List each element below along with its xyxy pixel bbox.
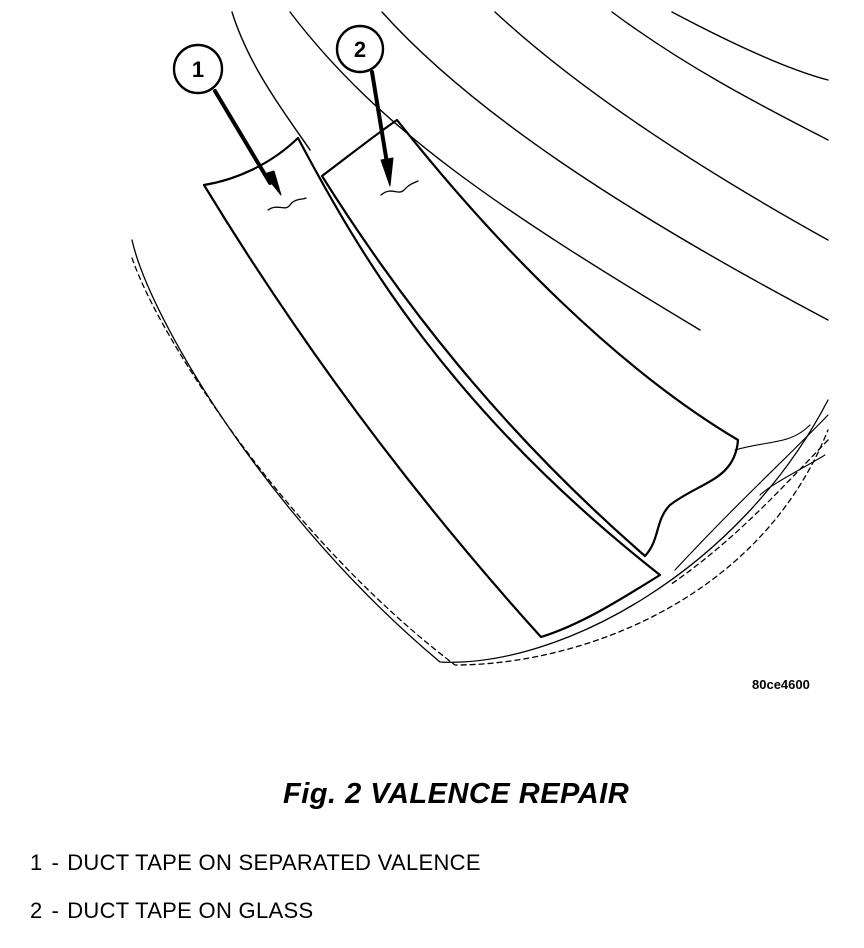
callout-1-arrowhead [263,170,282,196]
tape-2-surface-mark [380,180,419,196]
legend-number: 2 [30,898,43,923]
tape-1-surface-mark [267,197,307,211]
tape-on-valence [202,136,662,639]
callout-2-leader [370,70,389,165]
callout-1-number: 1 [192,57,204,82]
valence-repair-illustration: 1 2 [131,11,829,666]
legend-item: 2-DUCT TAPE ON GLASS [30,900,481,922]
legend-list: 1-DUCT TAPE ON SEPARATED VALENCE 2-DUCT … [30,852,481,948]
figure-caption: Fig. 2 VALENCE REPAIR [283,778,630,810]
callout-2-number: 2 [354,37,366,62]
callout-2-circle [335,24,385,74]
valence-edge [131,239,829,666]
legend-number: 1 [30,850,43,875]
legend-separator: - [51,898,60,923]
callout-2-arrowhead [380,157,394,187]
callout-1-leader [213,89,272,185]
legend-separator: - [51,850,60,875]
legend-text: DUCT TAPE ON SEPARATED VALENCE [67,850,481,875]
figure-code: 80ce4600 [752,677,810,692]
tape-on-glass [320,118,740,558]
legend-text: DUCT TAPE ON GLASS [67,898,314,923]
legend-item: 1-DUCT TAPE ON SEPARATED VALENCE [30,852,481,874]
glass-reflection-lines [231,11,829,331]
callout-1-circle [172,43,224,95]
